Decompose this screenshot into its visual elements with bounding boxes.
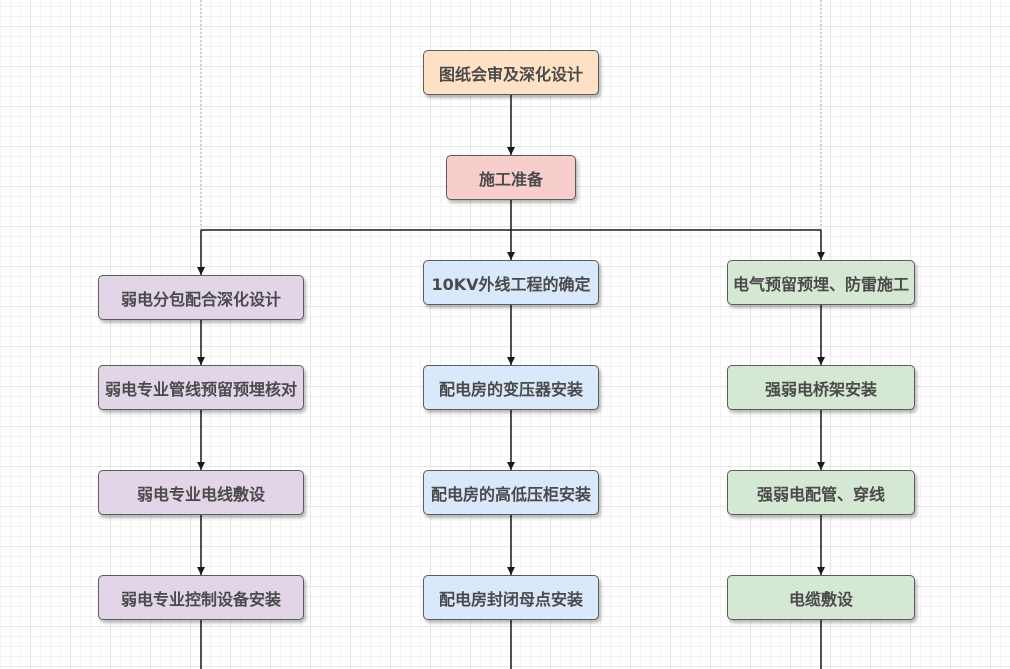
node-col3-step1[interactable]: 电气预留预埋、防雷施工 (727, 260, 915, 305)
node-col3-step2[interactable]: 强弱电桥架安装 (727, 365, 915, 410)
node-col3-step4[interactable]: 电缆敷设 (727, 575, 915, 620)
node-col1-step3[interactable]: 弱电专业电线敷设 (98, 470, 304, 515)
node-col2-step1[interactable]: 10KV外线工程的确定 (423, 260, 599, 305)
node-col2-step2[interactable]: 配电房的变压器安装 (423, 365, 599, 410)
node-col3-step3[interactable]: 强弱电配管、穿线 (727, 470, 915, 515)
node-col1-step1[interactable]: 弱电分包配合深化设计 (98, 275, 304, 320)
node-col2-step4[interactable]: 配电房封闭母点安装 (423, 575, 599, 620)
node-col1-step2[interactable]: 弱电专业管线预留预埋核对 (98, 365, 304, 410)
node-construction-prep[interactable]: 施工准备 (446, 155, 576, 200)
node-col2-step3[interactable]: 配电房的高低压柜安装 (423, 470, 599, 515)
node-col1-step4[interactable]: 弱电专业控制设备安装 (98, 575, 304, 620)
node-drawing-review[interactable]: 图纸会审及深化设计 (423, 50, 599, 95)
